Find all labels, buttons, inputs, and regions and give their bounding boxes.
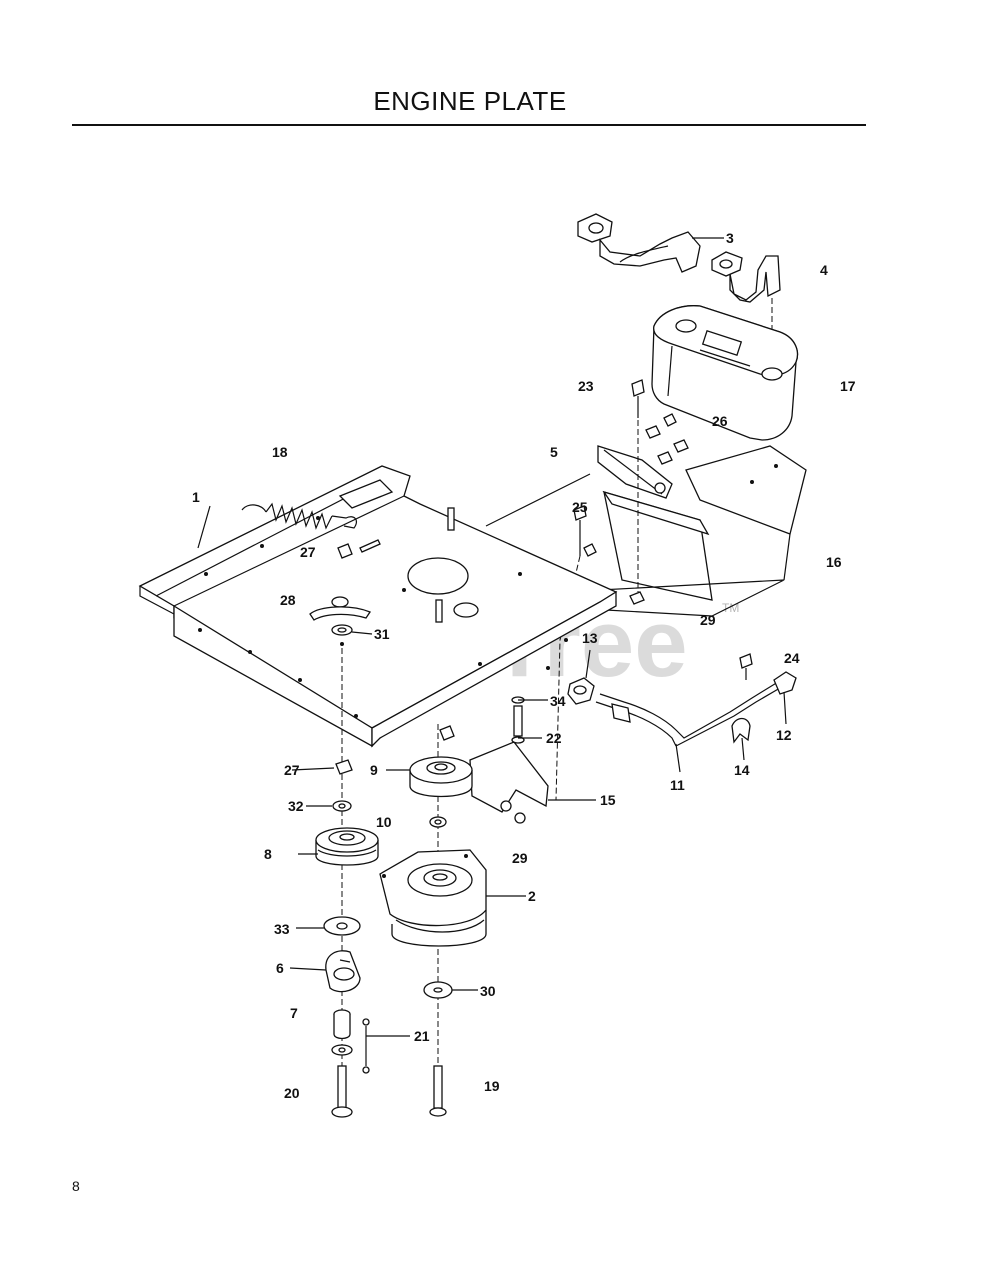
muffler-bracket-part-16 [602, 445, 807, 601]
muffler-part-17 [651, 305, 799, 441]
callout-16: 16 [826, 554, 842, 570]
callout-12: 12 [776, 727, 792, 743]
muffler-mount-bracket-part-5 [597, 445, 673, 499]
callout-26: 26 [712, 413, 728, 429]
callout-18: 18 [272, 444, 288, 460]
callout-14: 14 [734, 762, 750, 778]
bushing-part-7 [331, 1009, 353, 1056]
callout-29-lower: 29 [512, 850, 528, 866]
callout-11: 11 [670, 777, 685, 793]
callout-29-upper: 29 [700, 612, 716, 628]
callout-13: 13 [582, 630, 598, 646]
callout-15: 15 [600, 792, 616, 808]
callout-9: 9 [370, 762, 378, 778]
bolt-part-22 [511, 696, 525, 744]
callout-22: 22 [546, 730, 562, 746]
callout-24: 24 [784, 650, 800, 666]
fitting-part-13 [567, 677, 595, 705]
washer-part-31 [331, 624, 353, 646]
bolt-part-25 [573, 505, 597, 557]
callout-17: 17 [840, 378, 856, 394]
callout-23: 23 [578, 378, 594, 394]
callout-1: 1 [192, 489, 200, 505]
pin-part-21 [362, 1018, 370, 1074]
callout-4: 4 [820, 262, 828, 278]
spacer-part-33 [323, 916, 361, 936]
page-title: ENGINE PLATE [373, 86, 567, 116]
callout-8: 8 [264, 846, 272, 862]
idler-arm-part-6 [325, 950, 361, 993]
washer-part-32 [332, 800, 352, 812]
leader-lines [197, 237, 787, 1037]
bolt-part-19 [429, 1065, 447, 1117]
nut-part-29-rear [629, 591, 645, 605]
bolt-part-20 [331, 1065, 353, 1118]
callout-25: 25 [572, 499, 588, 515]
spring-part-18 [241, 502, 358, 530]
callout-10: 10 [376, 814, 392, 830]
callout-19: 19 [484, 1078, 500, 1094]
callout-6: 6 [276, 960, 284, 976]
callout-27-lower: 27 [284, 762, 300, 778]
exhaust-pipe-part-4 [711, 251, 781, 303]
spacer-part-10 [429, 816, 447, 828]
page-number: 8 [72, 1178, 80, 1194]
electric-clutch-part-2 [379, 849, 487, 947]
idler-pulley-part-8 [315, 827, 379, 866]
callout-3: 3 [726, 230, 734, 246]
callout-30: 30 [480, 983, 496, 999]
title-rule [72, 124, 866, 126]
callout-28: 28 [280, 592, 296, 608]
bolt-part-23 [631, 379, 645, 418]
nut-upper-clutch [439, 725, 455, 741]
screw-part-24 [739, 653, 753, 680]
bushing-part-28 [309, 596, 371, 621]
pulley-part-9 [409, 756, 473, 798]
callout-32: 32 [288, 798, 304, 814]
callout-27-upper: 27 [300, 544, 316, 560]
callout-31: 31 [374, 626, 390, 642]
fitting-part-12 [773, 671, 797, 695]
fuel-line-part-11 [595, 681, 781, 747]
callout-20: 20 [284, 1085, 300, 1101]
callout-2: 2 [528, 888, 536, 904]
callout-34: 34 [550, 693, 566, 709]
engine-plate-part-1 [138, 465, 618, 748]
callout-33: 33 [274, 921, 290, 937]
callout-5: 5 [550, 444, 558, 460]
bracket-part-15 [469, 741, 549, 824]
nut-part-26 [645, 413, 689, 465]
nut-part-27-upper [337, 543, 353, 559]
exhaust-pipe-part-3 [577, 213, 701, 273]
washer-part-30 [423, 981, 453, 999]
callout-21: 21 [414, 1028, 430, 1044]
callout-7: 7 [290, 1005, 298, 1021]
nut-part-27-lower [335, 759, 353, 775]
clamp-part-14 [731, 717, 751, 744]
